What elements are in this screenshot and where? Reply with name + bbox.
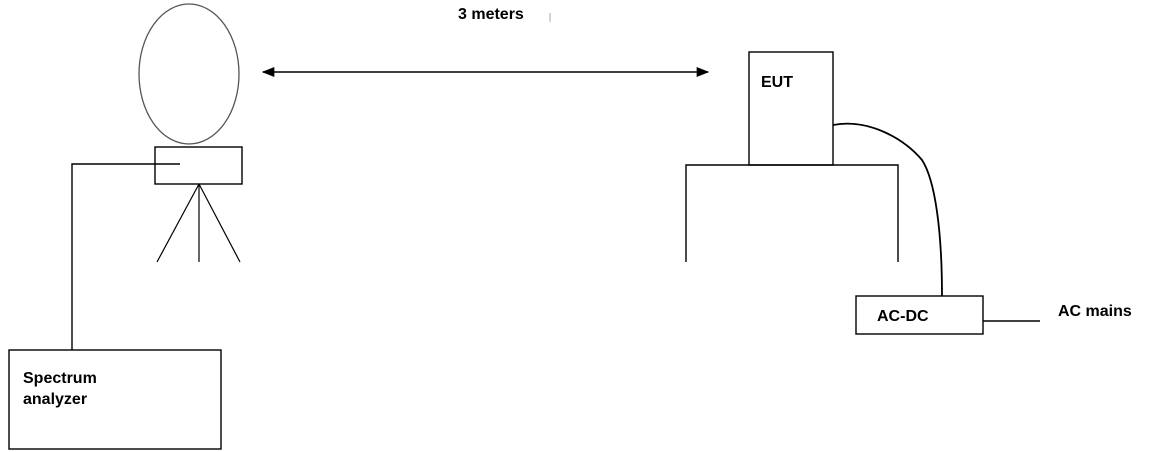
spectrum-analyzer-box xyxy=(8,349,222,450)
eut-label: EUT xyxy=(761,74,793,91)
tripod-leg-right xyxy=(198,183,241,263)
tripod-leg-left xyxy=(156,183,200,263)
eut-box xyxy=(748,51,834,166)
power-cable xyxy=(832,122,943,297)
antenna-head xyxy=(138,3,240,145)
ac-dc-adapter-box xyxy=(855,295,984,335)
table xyxy=(685,164,899,262)
antenna-cable xyxy=(71,163,180,350)
ac-dc-label: AC-DC xyxy=(877,308,929,325)
antenna-mount-box xyxy=(154,146,243,185)
ac-mains-label: AC mains xyxy=(1058,303,1132,320)
spectrum-analyzer-label: Spectrum analyzer xyxy=(23,370,97,408)
distance-label: 3 meters xyxy=(458,6,524,23)
